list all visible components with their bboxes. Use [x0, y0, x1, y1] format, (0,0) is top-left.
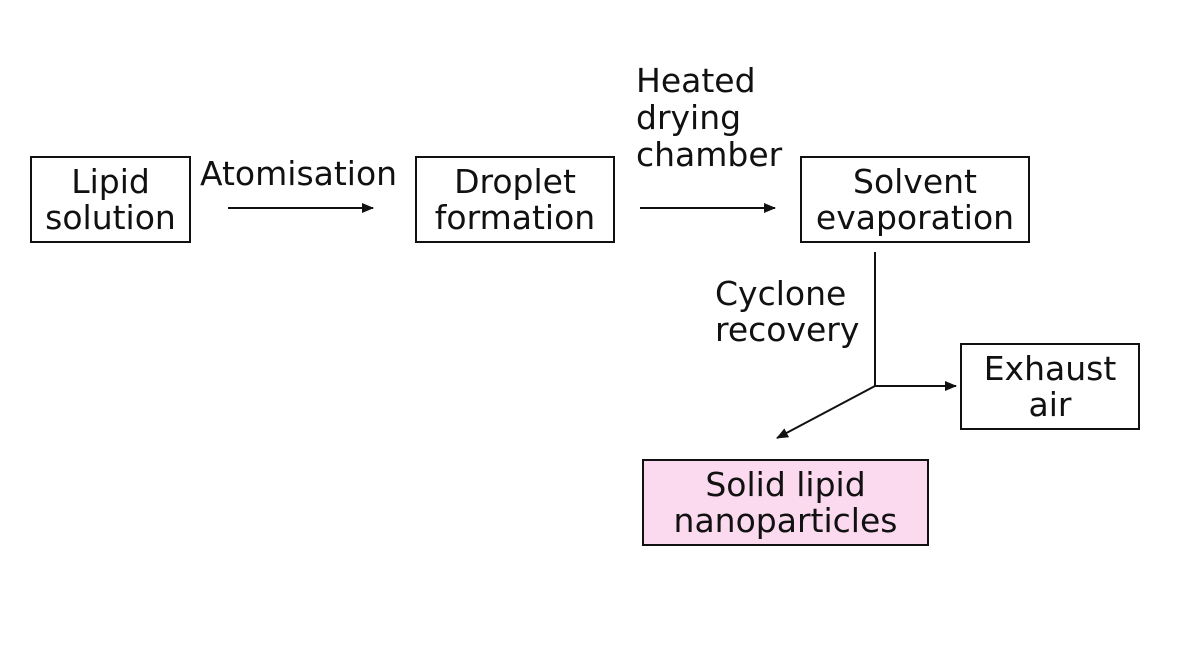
edge-label-cyclone-recovery: Cyclone recovery: [715, 276, 859, 348]
node-lipid-solution: Lipid solution: [30, 156, 191, 243]
edge-label-text: Atomisation: [200, 154, 398, 193]
edge-label-text: Cyclone: [715, 274, 847, 313]
node-exhaust-air: Exhaust air: [960, 343, 1140, 430]
node-text: Exhaust: [983, 348, 1117, 388]
edge-label-text: chamber: [636, 135, 783, 174]
node-text: solution: [45, 197, 176, 237]
node-text: air: [1028, 384, 1072, 424]
edge-label-text: recovery: [715, 310, 860, 349]
arrow-nanoparticles: [776, 385, 876, 439]
node-text: Solvent: [853, 161, 977, 201]
node-text: nanoparticles: [673, 500, 898, 540]
node-text: Solid lipid: [705, 464, 866, 504]
node-text: Droplet: [454, 161, 576, 201]
edge-label-text: drying: [636, 98, 742, 137]
node-text: evaporation: [815, 197, 1015, 237]
edge-label-heated-drying-chamber: Heated drying chamber: [636, 62, 782, 173]
node-solvent-evaporation: Solvent evaporation: [800, 156, 1030, 243]
edge-label-text: Heated: [636, 61, 756, 100]
edge-label-atomisation: Atomisation: [200, 156, 397, 192]
node-solid-lipid-nanoparticles: Solid lipid nanoparticles: [642, 459, 929, 546]
node-droplet-formation: Droplet formation: [415, 156, 615, 243]
node-text: Lipid: [71, 161, 150, 201]
node-text: formation: [434, 197, 596, 237]
